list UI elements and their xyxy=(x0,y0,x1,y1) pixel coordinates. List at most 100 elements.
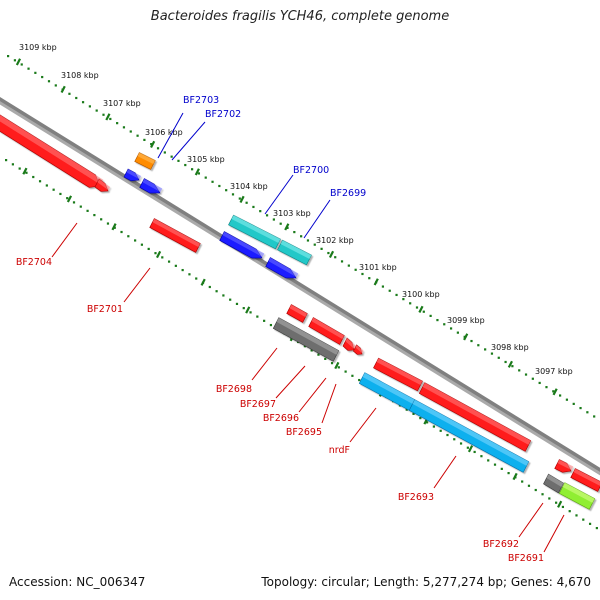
inner-ring-dot xyxy=(147,247,150,251)
gene-bf2692-red xyxy=(554,459,574,473)
gene-bf2704b xyxy=(94,178,111,192)
scale-dot xyxy=(231,193,235,196)
inner-ring-dot xyxy=(215,290,218,293)
scale-tick xyxy=(373,278,379,286)
gene-bf2693-red-highlight xyxy=(422,382,531,445)
genome-summary-label: Topology: circular; Length: 5,277,274 bp… xyxy=(261,575,591,589)
gene-callouts: BF2703BF2702BF2700BF2699BF2704BF2701BF26… xyxy=(16,95,565,564)
inner-ring-dot xyxy=(548,497,551,500)
scale-dot xyxy=(177,159,180,162)
inner-ring-dot xyxy=(459,442,463,445)
gene-bf2704-highlight xyxy=(0,114,104,185)
inner-ring-dot xyxy=(507,471,510,475)
inner-ring-dot xyxy=(351,374,354,377)
gene-label-bf2696: BF2696 xyxy=(263,413,299,424)
callout-line-bf2699 xyxy=(303,199,331,239)
gene-bf2699-blue xyxy=(265,257,299,279)
inner-ring-dot xyxy=(181,268,184,272)
inner-ring-dot xyxy=(487,459,490,462)
scale-dot xyxy=(225,189,228,192)
gene-bf2699 xyxy=(277,239,312,266)
inner-ring-dot xyxy=(493,463,497,466)
inner-ring-dot xyxy=(412,412,415,415)
scale-dot xyxy=(368,277,371,280)
inner-ring-dot xyxy=(52,188,55,191)
scale-dot xyxy=(524,373,528,376)
scale-dot xyxy=(95,109,98,112)
gene-label-bf2700: BF2700 xyxy=(293,165,329,176)
scale-tick-label: 3103 kbp xyxy=(273,209,311,218)
inner-ring-dot xyxy=(38,180,42,183)
inner-ring-dot xyxy=(453,438,456,441)
inner-ring-dot xyxy=(432,425,435,428)
scale-dot xyxy=(163,151,166,154)
gene-bf2700 xyxy=(228,214,281,250)
scale-tick-label: 3106 kbp xyxy=(145,128,183,137)
gene-nrdf xyxy=(373,357,423,392)
inner-ring-dot xyxy=(317,353,320,356)
gene-bf2699-blue-highlight xyxy=(268,257,299,278)
inner-ring-dot xyxy=(249,311,252,314)
callout-line-nrdf xyxy=(349,407,377,443)
gene-label-bf2703: BF2703 xyxy=(183,95,219,106)
scale-dot xyxy=(449,327,453,330)
scale-tick xyxy=(194,168,200,176)
scale-dot xyxy=(579,406,582,410)
scale-dot xyxy=(238,197,241,200)
inner-ring-tick xyxy=(512,472,518,481)
scale-tick xyxy=(418,305,424,313)
inner-ring-dot xyxy=(11,163,14,166)
gene-bf2700-blue-highlight xyxy=(222,231,265,258)
gene-bf2692-red-highlight xyxy=(557,459,574,471)
inner-ring-dot xyxy=(500,467,503,470)
gene-bf2704 xyxy=(0,114,104,188)
scale-dot xyxy=(313,243,316,246)
scale-dot xyxy=(334,256,337,259)
scale-dot xyxy=(13,59,17,62)
scale-dot xyxy=(429,314,432,317)
gene-bf2693b-highlight xyxy=(412,399,529,466)
scale-dot xyxy=(490,352,494,355)
scale-dot xyxy=(504,360,507,364)
scale-dot xyxy=(156,147,160,150)
scale-dot xyxy=(470,339,473,343)
scale-tick-label: 3100 kbp xyxy=(402,290,440,299)
scale-dot xyxy=(20,63,23,66)
scale-dot xyxy=(565,398,569,401)
scale-dot xyxy=(116,122,119,125)
gene-bf2702a xyxy=(123,168,142,182)
inner-ring-dot xyxy=(32,175,35,179)
gene-bf2692-red2-highlight xyxy=(573,468,600,486)
gene-label-bf2698: BF2698 xyxy=(216,384,252,395)
scale-dot xyxy=(456,331,459,334)
gene-bf2697a-highlight xyxy=(289,304,308,318)
scale-dot xyxy=(586,411,589,414)
scale-tick-label: 3109 kbp xyxy=(19,43,57,52)
gene-bf2692-red2 xyxy=(570,468,600,492)
gene-label-bf2699: BF2699 xyxy=(330,188,366,199)
inner-ring-dot xyxy=(154,252,157,255)
scale-tick-label: 3101 kbp xyxy=(359,263,397,272)
inner-ring-dot xyxy=(235,302,239,306)
scale-tick-label: 3108 kbp xyxy=(61,71,99,80)
scale-dot xyxy=(511,365,514,368)
inner-ring-dot xyxy=(113,226,116,229)
scale-dot xyxy=(415,306,419,309)
inner-ring-dot xyxy=(120,230,123,234)
inner-ring-dot xyxy=(229,298,232,301)
scale-tick xyxy=(328,250,335,258)
scale-dot xyxy=(88,105,91,108)
callout-line-bf2702 xyxy=(171,121,206,161)
inner-ring-dot xyxy=(72,201,76,204)
gene-nrdf-highlight xyxy=(376,358,423,386)
gene-bf2692-highlight xyxy=(546,474,564,488)
inner-ring-dot xyxy=(86,209,89,212)
gene-label-nrdf: nrdF xyxy=(329,445,350,456)
inner-ring-dot xyxy=(66,197,69,200)
scale-tick-label: 3104 kbp xyxy=(230,182,268,191)
scale-tick xyxy=(105,113,111,121)
scale-dot xyxy=(477,344,480,347)
scale-dot xyxy=(552,390,555,393)
gene-label-bf2702: BF2702 xyxy=(205,109,241,120)
